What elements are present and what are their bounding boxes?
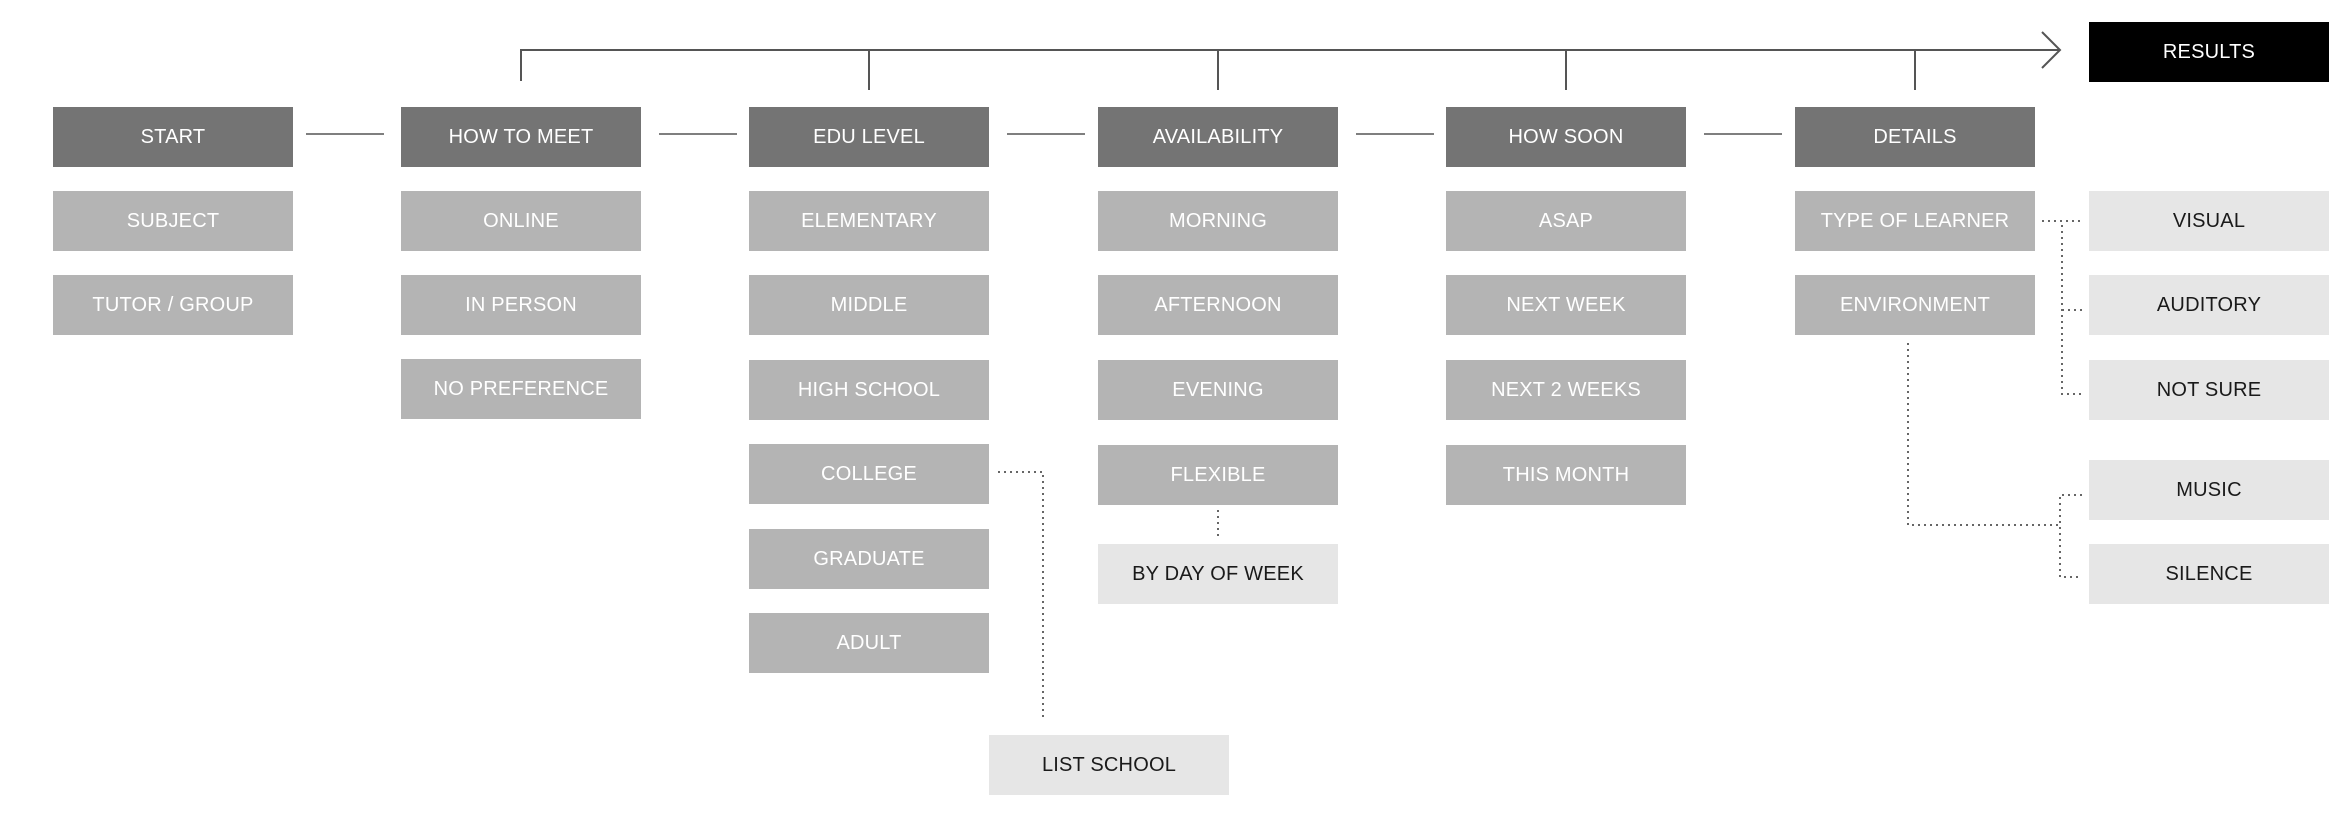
environment-music: MUSIC <box>2089 460 2329 520</box>
option-list-school: LIST SCHOOL <box>989 735 1229 795</box>
option-flexible: FLEXIBLE <box>1098 445 1338 505</box>
header-start: START <box>53 107 293 167</box>
option-evening: EVENING <box>1098 360 1338 420</box>
option-morning: MORNING <box>1098 191 1338 251</box>
option-this-month: THIS MONTH <box>1446 445 1686 505</box>
option-online: ONLINE <box>401 191 641 251</box>
header-edu-level: EDU LEVEL <box>749 107 989 167</box>
option-environment: ENVIRONMENT <box>1795 275 2035 335</box>
results-box: RESULTS <box>2089 22 2329 82</box>
option-by-day-of-week: BY DAY OF WEEK <box>1098 544 1338 604</box>
option-next-2-weeks: NEXT 2 WEEKS <box>1446 360 1686 420</box>
header-availability: AVAILABILITY <box>1098 107 1338 167</box>
option-no-preference: NO PREFERENCE <box>401 359 641 419</box>
header-details: DETAILS <box>1795 107 2035 167</box>
environment-connector <box>1907 343 2060 526</box>
learner-not-sure: NOT SURE <box>2089 360 2329 420</box>
learner-visual: VISUAL <box>2089 191 2329 251</box>
learner-auditory: AUDITORY <box>2089 275 2329 335</box>
option-asap: ASAP <box>1446 191 1686 251</box>
option-graduate: GRADUATE <box>749 529 989 589</box>
option-subject: SUBJECT <box>53 191 293 251</box>
option-afternoon: AFTERNOON <box>1098 275 1338 335</box>
option-elementary: ELEMENTARY <box>749 191 989 251</box>
results-arrow-head <box>2041 31 2062 69</box>
environment-branches <box>2059 494 2082 578</box>
learner-type-connector <box>2042 220 2082 395</box>
header-how-to-meet: HOW TO MEET <box>401 107 641 167</box>
option-tutor-group: TUTOR / GROUP <box>53 275 293 335</box>
header-how-soon: HOW SOON <box>1446 107 1686 167</box>
environment-silence: SILENCE <box>2089 544 2329 604</box>
option-next-week: NEXT WEEK <box>1446 275 1686 335</box>
college-to-list-school-connector <box>998 471 1044 718</box>
option-college: COLLEGE <box>749 444 989 504</box>
option-middle: MIDDLE <box>749 275 989 335</box>
option-high-school: HIGH SCHOOL <box>749 360 989 420</box>
option-adult: ADULT <box>749 613 989 673</box>
option-in-person: IN PERSON <box>401 275 641 335</box>
option-type-of-learner: TYPE OF LEARNER <box>1795 191 2035 251</box>
